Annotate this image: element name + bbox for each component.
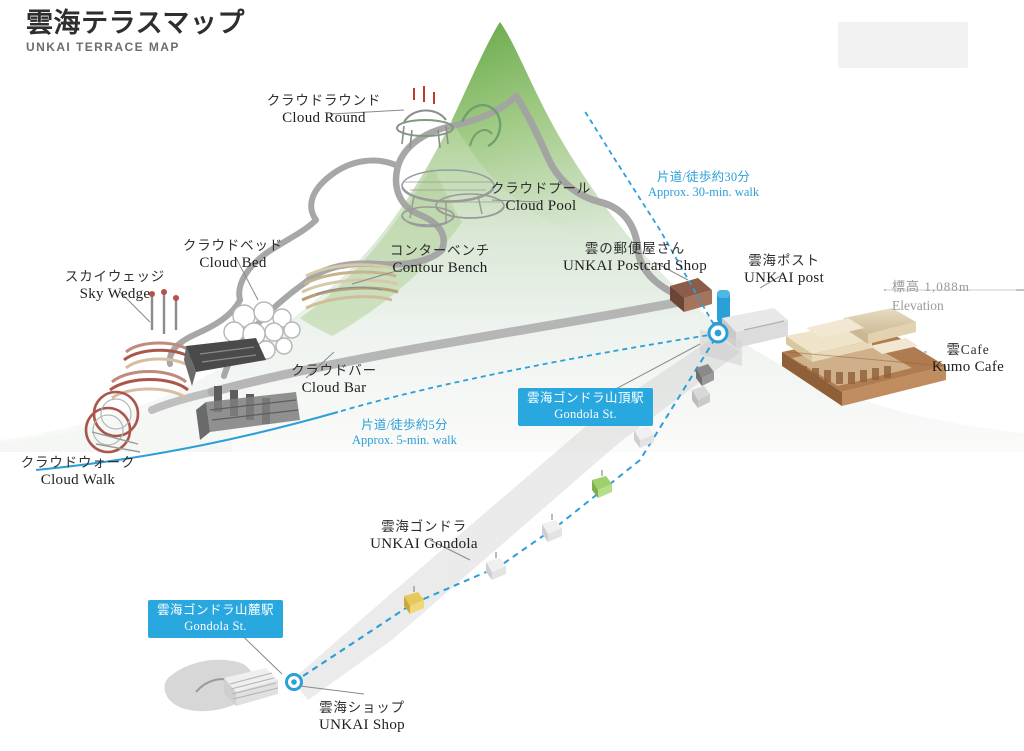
spot-jp: クラウドラウンド bbox=[266, 93, 382, 108]
walk-note-30min: 片道/徒歩約30分 Approx. 30-min. walk bbox=[648, 170, 759, 200]
gondola-base-station-tag[interactable]: 雲海ゴンドラ山麓駅 Gondola St. bbox=[148, 600, 284, 638]
spot-label-unkai-gondola[interactable]: 雲海ゴンドラ UNKAI Gondola bbox=[358, 519, 490, 554]
unkai-postcard-shop-structure bbox=[670, 278, 712, 312]
walking-route-dashed bbox=[337, 109, 719, 413]
spot-en: UNKAI Gondola bbox=[370, 535, 478, 552]
spot-label-unkai-post[interactable]: 雲海ポスト UNKAI post bbox=[734, 253, 834, 288]
spot-en: Cloud Pool bbox=[505, 197, 577, 214]
spot-en: Sky Wedge bbox=[79, 285, 151, 302]
spot-label-cloud-pool[interactable]: クラウドプール Cloud Pool bbox=[481, 181, 601, 216]
elevation-en: Elevation bbox=[892, 297, 944, 313]
spot-label-unkai-postcard-shop[interactable]: 雲の郵便屋さん UNKAI Postcard Shop bbox=[547, 241, 723, 276]
spot-jp: 雲海ポスト bbox=[748, 253, 820, 268]
spot-en: Kumo Cafe bbox=[931, 358, 1005, 375]
spot-label-unkai-shop[interactable]: 雲海ショップ UNKAI Shop bbox=[300, 700, 424, 735]
spot-en: UNKAI post bbox=[743, 269, 825, 286]
station-tag-en: Gondola St. bbox=[184, 619, 247, 633]
spot-jp: クラウドプール bbox=[490, 181, 592, 196]
spot-label-contour-bench[interactable]: コンターベンチ Contour Bench bbox=[370, 243, 510, 278]
spot-jp: クラウドウォーク bbox=[20, 455, 136, 470]
cloud-pool-structure bbox=[401, 169, 505, 228]
watermark-box bbox=[838, 22, 968, 68]
spot-en: Cloud Round bbox=[282, 109, 366, 126]
cloud-bar-structure bbox=[184, 338, 300, 440]
gondola-summit-station-tag[interactable]: 雲海ゴンドラ山頂駅 Gondola St. bbox=[518, 388, 654, 426]
walk-note-jp: 片道/徒歩約5分 bbox=[361, 418, 448, 432]
gondola-cabins bbox=[404, 364, 714, 614]
unkai-shop-structure bbox=[164, 659, 279, 712]
spot-label-cloud-walk[interactable]: クラウドウォーク Cloud Walk bbox=[6, 455, 150, 490]
page-title: 雲海テラスマップ UNKAI TERRACE MAP bbox=[26, 8, 245, 54]
spot-jp: コンターベンチ bbox=[389, 243, 491, 258]
cloud-round-structure bbox=[396, 86, 502, 149]
spot-label-cloud-round[interactable]: クラウドラウンド Cloud Round bbox=[254, 93, 394, 128]
spot-jp: クラウドベッド bbox=[182, 238, 284, 253]
spot-jp: 雲海ゴンドラ bbox=[381, 519, 467, 534]
gondola-cable bbox=[293, 333, 719, 683]
walking-route-solid bbox=[35, 411, 339, 471]
spot-en: UNKAI Postcard Shop bbox=[562, 257, 708, 274]
spot-label-kumo-cafe[interactable]: 雲Cafe Kumo Cafe bbox=[918, 342, 1018, 377]
station-tag-jp: 雲海ゴンドラ山頂駅 bbox=[527, 391, 645, 405]
title-en: UNKAI TERRACE MAP bbox=[26, 40, 180, 54]
station-tag-en: Gondola St. bbox=[554, 407, 617, 421]
spot-label-cloud-bed[interactable]: クラウドベッド Cloud Bed bbox=[168, 238, 298, 273]
spot-jp: 雲海ショップ bbox=[319, 700, 405, 715]
spot-en: Cloud Walk bbox=[40, 471, 116, 488]
elevation-label: 標高 1,088m Elevation bbox=[892, 279, 970, 314]
walk-note-jp: 片道/徒歩約30分 bbox=[656, 170, 751, 184]
station-node-base bbox=[285, 673, 303, 691]
spot-jp: 雲の郵便屋さん bbox=[584, 241, 686, 256]
spot-label-cloud-bar[interactable]: クラウドバー Cloud Bar bbox=[274, 363, 394, 398]
station-node-summit bbox=[707, 322, 729, 344]
walk-note-5min: 片道/徒歩約5分 Approx. 5-min. walk bbox=[352, 418, 457, 448]
walk-note-en: Approx. 5-min. walk bbox=[352, 433, 457, 447]
kumo-cafe-structure bbox=[782, 308, 946, 406]
spot-jp: クラウドバー bbox=[291, 363, 377, 378]
spot-en: Contour Bench bbox=[392, 259, 488, 276]
walk-note-en: Approx. 30-min. walk bbox=[648, 185, 760, 199]
spot-en: Cloud Bed bbox=[199, 254, 267, 271]
spot-en: UNKAI Shop bbox=[319, 716, 405, 733]
title-jp: 雲海テラスマップ bbox=[26, 8, 245, 38]
spot-en: Cloud Bar bbox=[301, 379, 367, 396]
spot-label-sky-wedge[interactable]: スカイウェッジ Sky Wedge bbox=[50, 269, 180, 304]
spot-jp: スカイウェッジ bbox=[64, 269, 166, 284]
sky-wedge-structure bbox=[84, 289, 196, 454]
station-tag-jp: 雲海ゴンドラ山麓駅 bbox=[157, 603, 275, 617]
spot-jp: 雲Cafe bbox=[946, 342, 990, 357]
elevation-jp: 標高 1,088m bbox=[892, 279, 970, 294]
contour-bench-structure bbox=[301, 263, 399, 310]
